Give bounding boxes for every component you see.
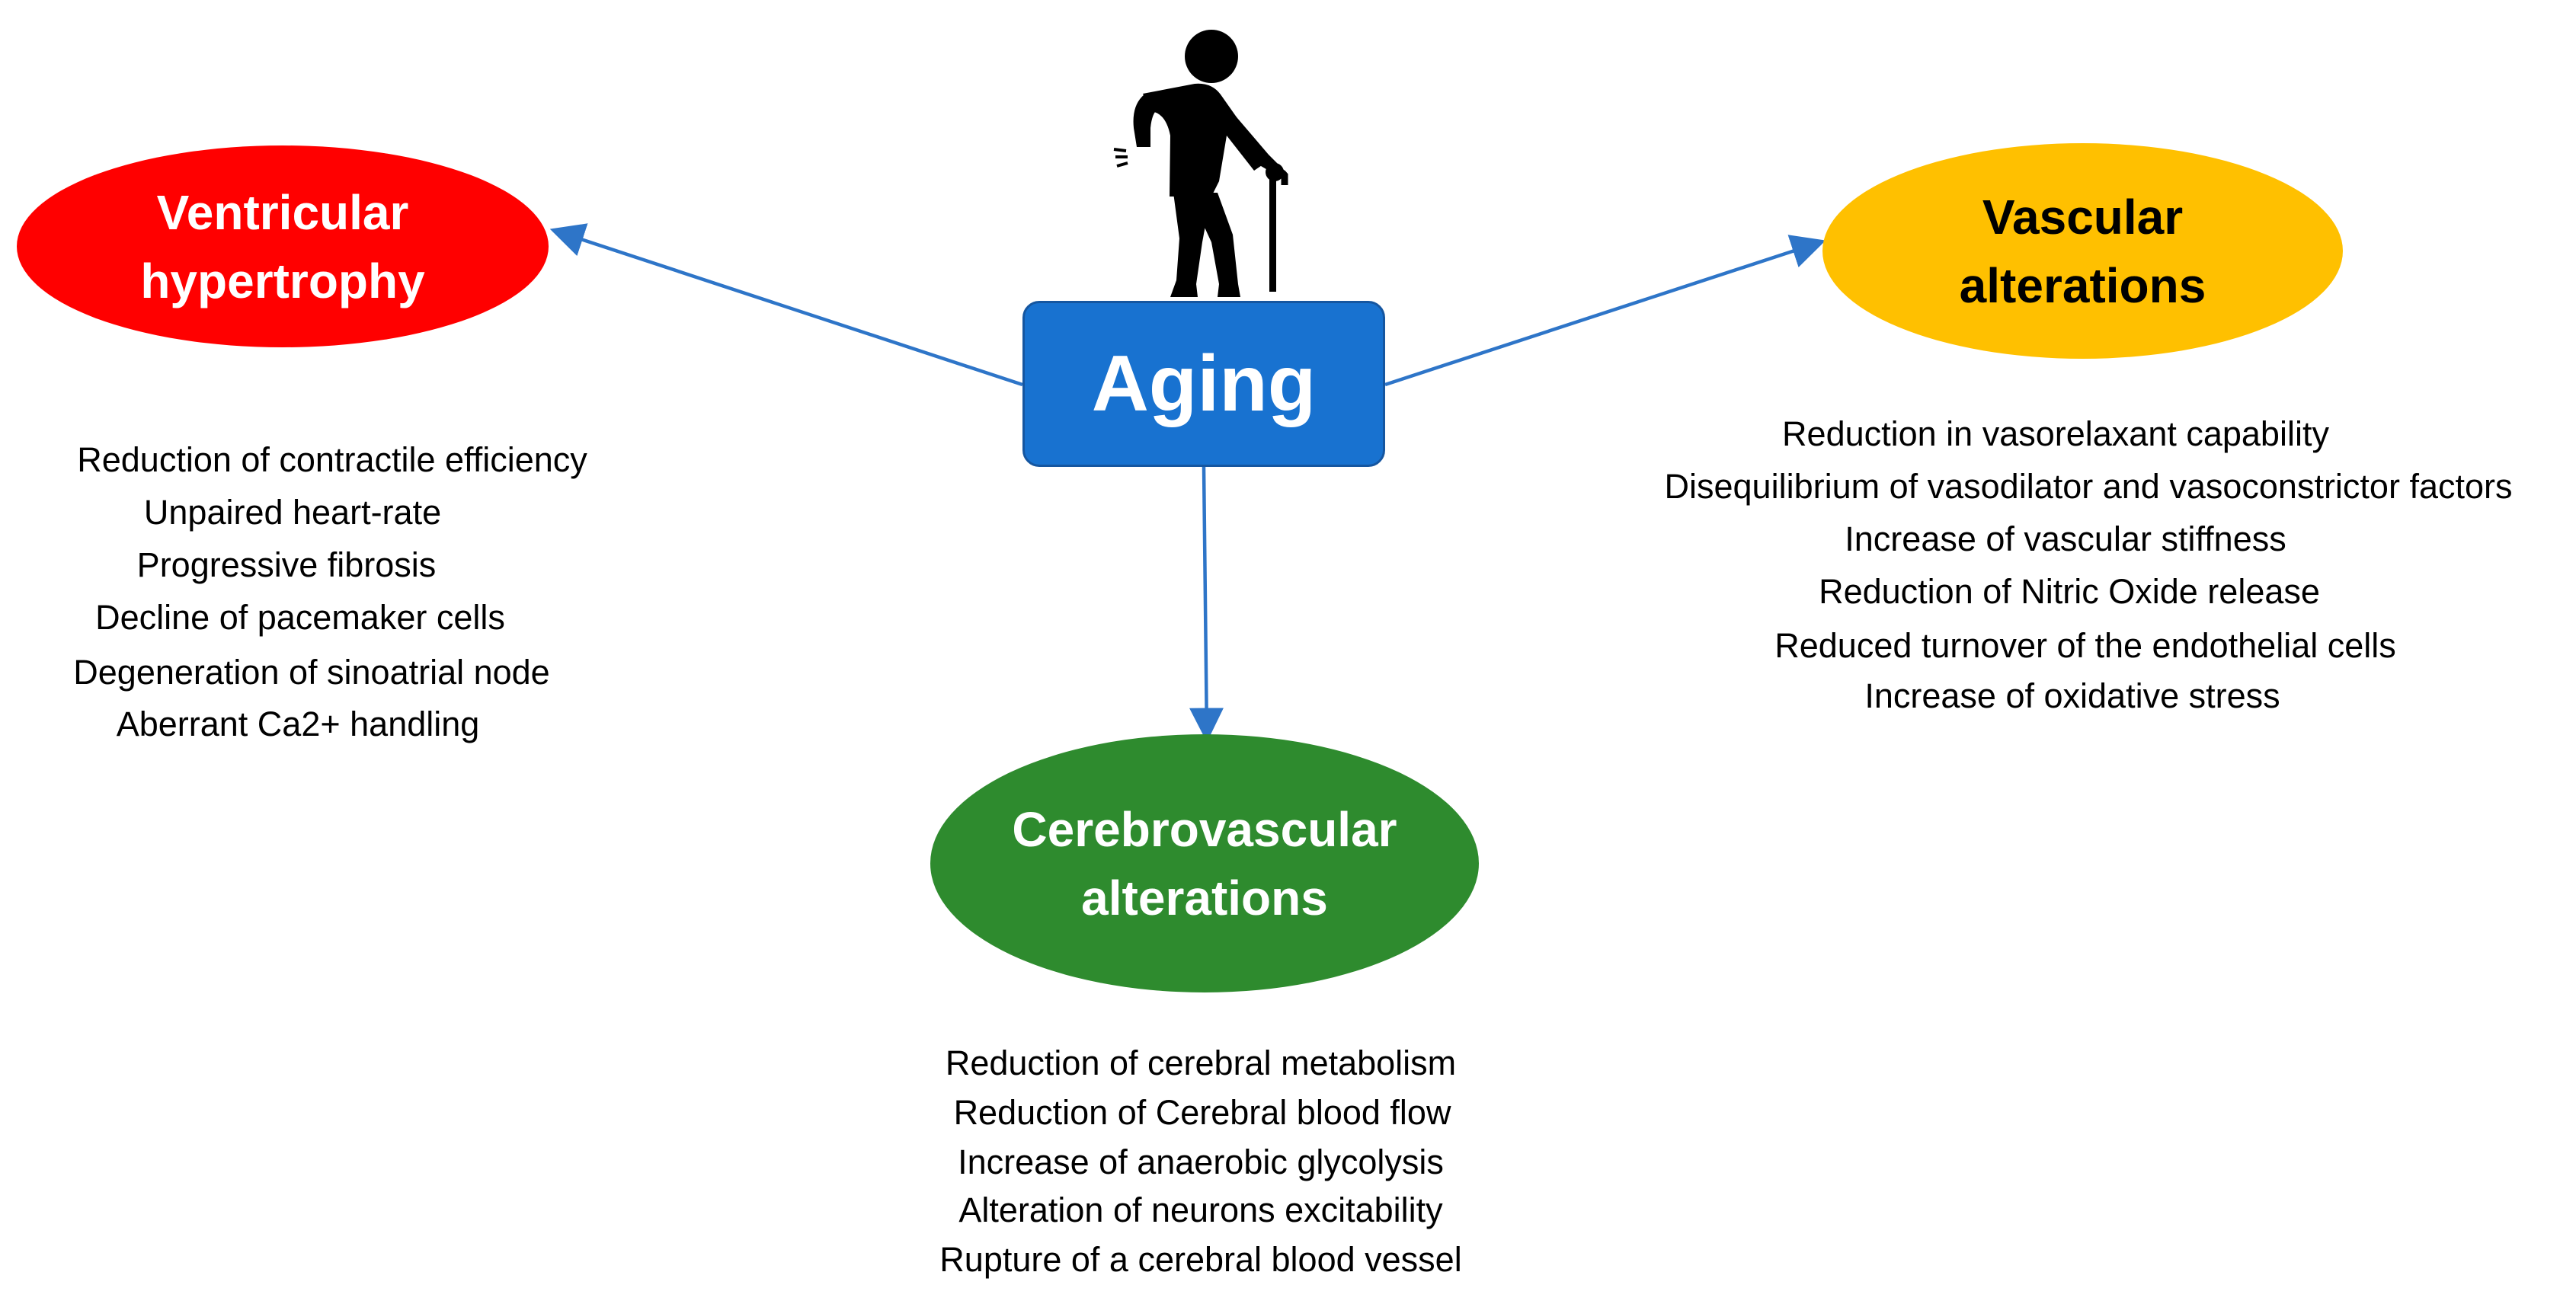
arrow-to-cerebrovascular	[1189, 466, 1224, 743]
vascular-alterations-label: Vascular alterations	[1959, 189, 2206, 313]
list-item: Reduction of Cerebral blood flow	[953, 1093, 1451, 1132]
list-item: Increase of anaerobic glycolysis	[958, 1143, 1444, 1181]
list-item: Rupture of a cerebral blood vessel	[939, 1240, 1462, 1279]
list-item: Reduction of Nitric Oxide release	[1819, 572, 2320, 611]
list-item: Alteration of neurons excitability	[958, 1191, 1443, 1229]
list-item: Reduction of cerebral metabolism	[945, 1044, 1457, 1082]
list-item: Disequilibrium of vasodilator and vasoco…	[1664, 467, 2513, 506]
list-item: Aberrant Ca2+ handling	[116, 705, 480, 743]
list-item: Reduction in vasorelaxant capability	[1782, 414, 2329, 453]
arrow-to-vascular	[1384, 235, 1826, 387]
ventricular-hypertrophy-label: Ventricular hypertrophy	[140, 184, 425, 308]
list-item: Decline of pacemaker cells	[95, 598, 505, 637]
list-item: Increase of oxidative stress	[1864, 676, 2280, 715]
elderly-person-with-cane-icon	[1113, 30, 1288, 297]
list-item: Degeneration of sinoatrial node	[73, 653, 550, 692]
list-item: Unpaired heart-rate	[143, 493, 442, 532]
list-item: Reduction of contractile efficiency	[77, 440, 587, 479]
vascular-alterations-node: Vascular alterations	[1822, 143, 2343, 359]
aging-label: Aging	[1091, 339, 1317, 428]
list-item: Reduced turnover of the endothelial cell…	[1774, 626, 2396, 665]
list-item: Progressive fibrosis	[136, 545, 437, 584]
cerebrovascular-alterations-node: Cerebrovascular alterations	[930, 734, 1479, 992]
arrow-to-ventricular	[549, 223, 1023, 387]
ventricular-hypertrophy-node: Ventricular hypertrophy	[17, 145, 549, 347]
aging-box: Aging	[1022, 301, 1385, 467]
list-item: Increase of vascular stiffness	[1845, 519, 2286, 558]
cerebrovascular-alterations-label: Cerebrovascular alterations	[1012, 801, 1397, 925]
